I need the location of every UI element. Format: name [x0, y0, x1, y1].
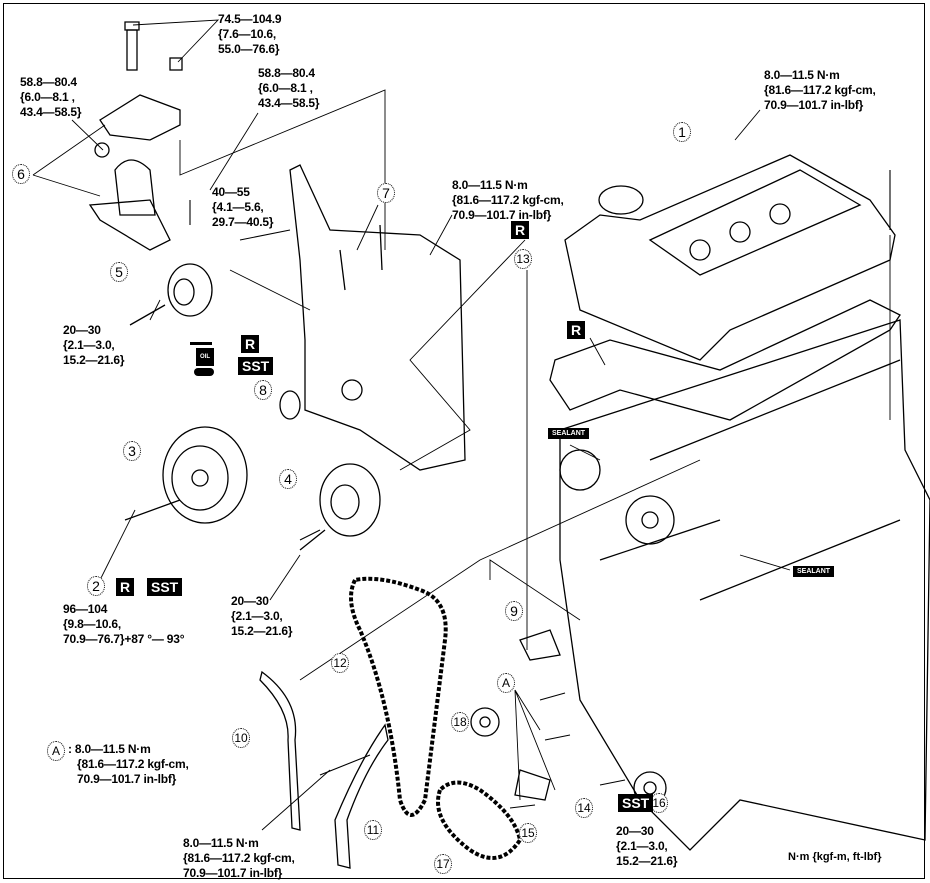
callout-2: 2	[87, 576, 105, 596]
callout-11: 11	[364, 820, 382, 840]
units-legend: N·m {kgf-m, ft-lbf}	[788, 851, 882, 863]
torque-spec-mount-top: 74.5—104.9{7.6—10.6,55.0—76.6}	[218, 12, 282, 56]
sst-badge: SST	[147, 578, 183, 596]
sealant-icon: SEALANT	[548, 428, 590, 439]
torque-spec-pulley: 96—104{9.8—10.6,70.9—76.7}+87 °— 93°	[63, 602, 185, 646]
replace-badge: R	[241, 335, 260, 353]
chain-guide-11	[334, 723, 389, 869]
replace-badge: R	[511, 221, 530, 239]
front-cover	[289, 164, 466, 471]
oil-can-icon: OIL	[190, 340, 220, 378]
diagram-frame	[3, 3, 925, 879]
callout-12: 12	[331, 653, 349, 673]
torque-spec-mount-left: 58.8—80.4{6.0—8.1 ,43.4—58.5}	[20, 75, 82, 119]
callout-13: 13	[514, 249, 532, 269]
callout-18: 18	[451, 712, 469, 732]
callout-a-legend: A	[47, 741, 65, 761]
crank-pulley-3	[124, 426, 248, 524]
torque-spec-guide: 8.0—11.5 N·m{81.6—117.2 kgf-cm,70.9—101.…	[183, 836, 295, 880]
sprockets	[470, 629, 667, 805]
callout-7: 7	[377, 183, 395, 203]
callout-15: 15	[519, 823, 537, 843]
torque-spec-idler-5: 20—30{2.1—3.0,15.2—21.6}	[63, 323, 125, 367]
engine-mount	[88, 21, 183, 251]
bolts	[189, 170, 891, 809]
sst-badge: SST	[238, 357, 274, 375]
torque-spec-a-note: : 8.0—11.5 N·m{81.6—117.2 kgf-cm,70.9—10…	[68, 742, 189, 786]
replace-badge: R	[116, 578, 135, 596]
leader-lines	[32, 19, 891, 831]
callout-1: 1	[673, 122, 691, 142]
idler-pulley-4	[299, 463, 381, 551]
replace-badge: R	[567, 321, 586, 339]
callout-8: 8	[254, 380, 272, 400]
callout-17: 17	[434, 854, 452, 874]
torque-spec-bolt: 40—55{4.1—5.6,29.7—40.5}	[212, 185, 274, 229]
torque-spec-sprocket: 20—30{2.1—3.0,15.2—21.6}	[616, 824, 678, 868]
callout-4: 4	[279, 469, 297, 489]
torque-spec-front-cover: 8.0—11.5 N·m{81.6—117.2 kgf-cm,70.9—101.…	[452, 178, 564, 222]
oil-pump-chain-17	[436, 780, 523, 860]
chain-guide-10	[259, 670, 301, 831]
callout-16: 16	[650, 793, 668, 813]
torque-spec-mount-right: 58.8—80.4{6.0—8.1 ,43.4—58.5}	[258, 66, 320, 110]
oil-seal-8	[279, 390, 301, 420]
callout-14: 14	[575, 798, 593, 818]
callout-10: 10	[232, 728, 250, 748]
sealant-icon: SEALANT	[793, 566, 835, 577]
head-cover	[564, 154, 896, 361]
callout-6: 6	[12, 164, 30, 184]
torque-spec-idler-4: 20—30{2.1—3.0,15.2—21.6}	[231, 594, 293, 638]
callout-9: 9	[505, 601, 523, 621]
timing-chain	[349, 576, 448, 817]
callout-5: 5	[110, 262, 128, 282]
sst-badge: SST	[618, 794, 654, 812]
callout-a: A	[497, 673, 515, 693]
idler-pulley-5	[129, 263, 213, 326]
cylinder-block	[559, 319, 930, 851]
torque-spec-head-cover: 8.0—11.5 N·m{81.6—117.2 kgf-cm,70.9—101.…	[764, 68, 876, 112]
callout-3: 3	[123, 441, 141, 461]
gasket	[549, 299, 901, 421]
